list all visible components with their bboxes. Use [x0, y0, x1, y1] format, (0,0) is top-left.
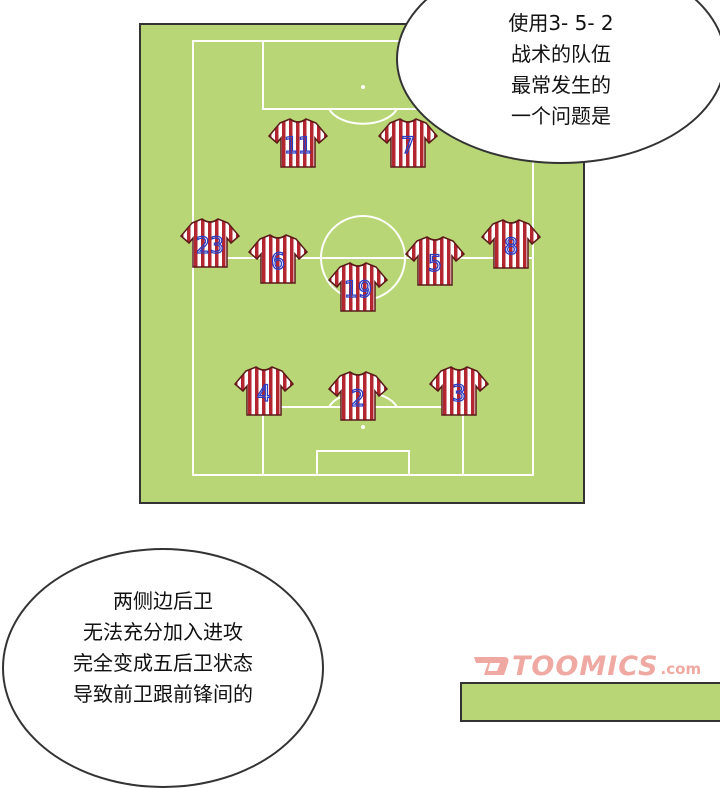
bubble-top-line: 最常发生的	[511, 73, 611, 97]
jersey-midfield-center: 19	[327, 262, 389, 312]
jersey-forward-left: 11	[267, 118, 329, 168]
bubble-bottom-line: 两侧边后卫	[113, 589, 213, 613]
bubble-top-line: 一个问题是	[511, 104, 611, 128]
jersey-number: 11	[284, 134, 312, 159]
bubble-bottom-line: 导致前卫跟前锋间的	[73, 682, 253, 706]
bubble-top-line: 使用3- 5- 2	[508, 11, 614, 35]
speech-bubble-bottom: 两侧边后卫 无法充分加入进攻 完全变成五后卫状态 导致前卫跟前锋间的	[2, 548, 324, 788]
jersey-number: 6	[271, 250, 285, 275]
watermark-text: TOOMICS	[512, 650, 659, 682]
bubble-top-line: 战术的队伍	[511, 42, 611, 66]
watermark-domain: .com	[660, 660, 702, 678]
speech-bubble-top: 使用3- 5- 2 战术的队伍 最常发生的 一个问题是	[396, 0, 720, 164]
toomics-watermark: TOOMICS .com	[470, 648, 701, 684]
jersey-number: 7	[401, 134, 415, 159]
bubble-bottom-line: 完全变成五后卫状态	[73, 651, 253, 675]
jersey-wing-left: 23	[179, 218, 241, 268]
jersey-number: 19	[344, 278, 372, 303]
jersey-number: 3	[452, 382, 466, 407]
next-panel-edge	[460, 682, 720, 722]
toomics-logo-icon	[474, 657, 509, 675]
jersey-midfield-left: 6	[247, 234, 309, 284]
jersey-wing-right: 8	[480, 219, 542, 269]
jersey-number: 5	[428, 252, 442, 277]
jersey-number: 8	[504, 235, 518, 260]
jersey-midfield-right: 5	[404, 236, 466, 286]
jersey-number: 2	[351, 387, 365, 412]
jersey-defender-left: 4	[233, 366, 295, 416]
bubble-bottom-line: 无法充分加入进攻	[83, 620, 243, 644]
jersey-number: 23	[196, 234, 224, 259]
jersey-number: 4	[257, 382, 271, 407]
jersey-defender-center: 2	[327, 371, 389, 421]
jersey-defender-right: 3	[428, 366, 490, 416]
